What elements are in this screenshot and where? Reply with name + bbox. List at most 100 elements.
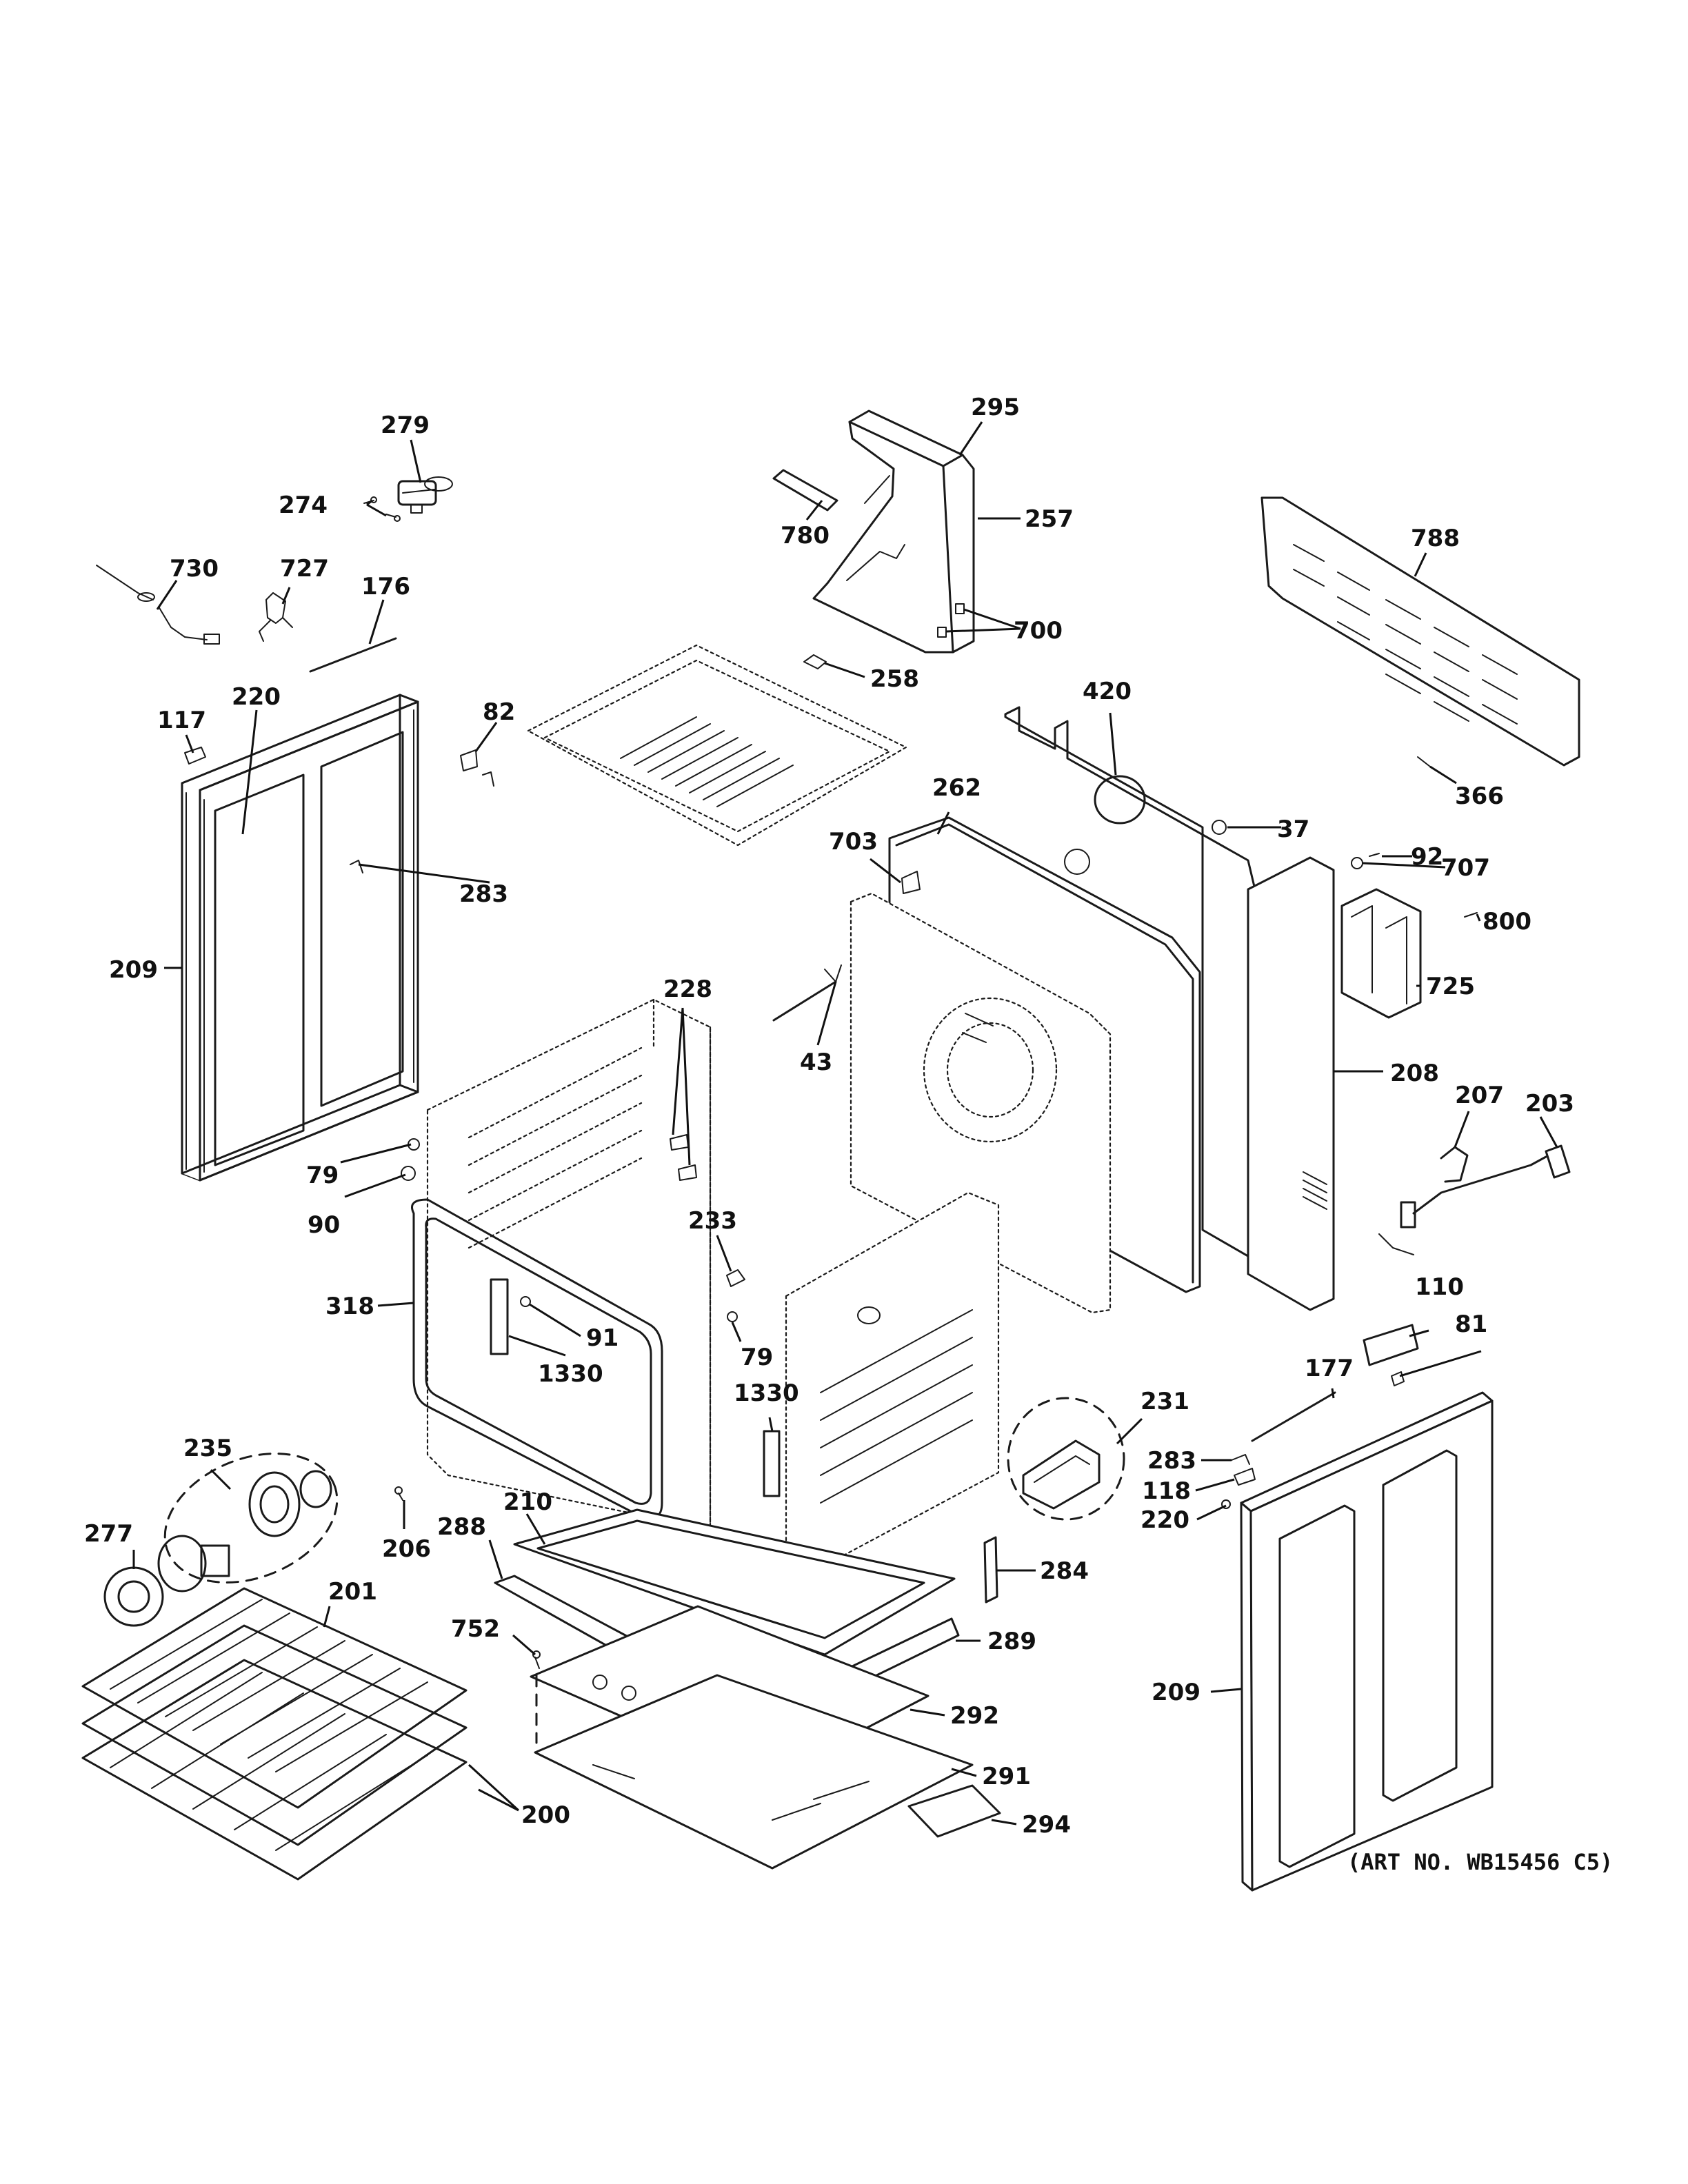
part-800-screw xyxy=(1464,912,1478,918)
part-707-nut xyxy=(1351,857,1363,869)
label-283-a: 283 xyxy=(459,880,508,908)
label-231: 231 xyxy=(1141,1388,1189,1415)
part-235-light-kit xyxy=(157,1453,339,1593)
label-220-a: 220 xyxy=(232,683,281,711)
label-201: 201 xyxy=(328,1578,377,1606)
label-228: 228 xyxy=(663,975,712,1003)
part-81-clip xyxy=(1391,1371,1405,1386)
label-727: 727 xyxy=(280,555,329,583)
part-780-strip xyxy=(772,469,838,512)
part-257-vent-duct xyxy=(812,410,975,654)
label-262: 262 xyxy=(932,774,981,802)
part-90-plug xyxy=(401,1166,416,1181)
part-294-strip xyxy=(907,1784,1001,1838)
label-730: 730 xyxy=(170,555,219,583)
label-284: 284 xyxy=(1040,1557,1089,1585)
part-right-side-panel xyxy=(785,1191,1000,1569)
part-117-hinge-clip xyxy=(184,747,206,765)
label-703: 703 xyxy=(829,828,878,856)
part-366-screw xyxy=(1417,756,1431,767)
part-283-clips xyxy=(350,771,494,873)
label-289: 289 xyxy=(987,1628,1036,1655)
part-1330-hinge-right xyxy=(763,1430,781,1497)
part-788-back-cover xyxy=(1260,496,1580,767)
label-177: 177 xyxy=(1305,1355,1354,1382)
label-206: 206 xyxy=(382,1535,431,1563)
label-274: 274 xyxy=(279,492,328,519)
part-top-panel xyxy=(527,644,907,847)
part-110-latch xyxy=(1363,1324,1419,1366)
label-203: 203 xyxy=(1525,1090,1574,1118)
part-91-screw xyxy=(520,1296,531,1307)
label-258: 258 xyxy=(870,665,919,693)
label-283-b: 283 xyxy=(1147,1447,1196,1475)
part-233-clip xyxy=(726,1269,745,1287)
label-288: 288 xyxy=(437,1513,486,1541)
label-37: 37 xyxy=(1277,816,1309,843)
label-725: 725 xyxy=(1426,973,1475,1000)
label-235: 235 xyxy=(183,1435,232,1462)
part-283-clip-b xyxy=(1231,1454,1250,1465)
label-233: 233 xyxy=(688,1207,737,1235)
label-200: 200 xyxy=(521,1801,570,1829)
callout-labels: 279 274 730 727 176 117 220 82 283 209 2… xyxy=(84,394,1613,1875)
label-209-b: 209 xyxy=(1152,1679,1200,1706)
part-420-seal xyxy=(1094,775,1146,825)
art-number: (ART NO. WB15456 C5) xyxy=(1347,1849,1613,1875)
label-318: 318 xyxy=(325,1293,374,1320)
label-292: 292 xyxy=(950,1702,999,1730)
part-201-rack xyxy=(81,1587,468,1809)
label-208: 208 xyxy=(1390,1060,1439,1087)
label-210: 210 xyxy=(503,1488,552,1516)
part-752-screw xyxy=(532,1650,541,1744)
part-274-screws xyxy=(363,496,401,522)
label-207: 207 xyxy=(1455,1082,1504,1109)
part-220-screw xyxy=(1221,1499,1231,1509)
part-82-bracket xyxy=(460,749,478,771)
label-79-b: 79 xyxy=(741,1344,773,1371)
label-257: 257 xyxy=(1025,505,1074,533)
part-206-screw xyxy=(394,1486,403,1501)
part-118-hinge-clip xyxy=(1234,1468,1256,1486)
label-1330-b: 1330 xyxy=(734,1379,799,1407)
part-200-racks xyxy=(81,1624,468,1881)
label-209-a: 209 xyxy=(109,956,158,984)
label-291: 291 xyxy=(982,1763,1031,1790)
part-203-power-cord xyxy=(1378,1144,1571,1255)
part-43-rod xyxy=(772,964,842,1022)
label-81: 81 xyxy=(1455,1311,1487,1338)
part-207-clamp xyxy=(1440,1146,1469,1183)
part-727-harness xyxy=(259,592,293,642)
label-295: 295 xyxy=(971,394,1020,421)
part-725-bracket xyxy=(1340,888,1422,1019)
part-inner-back-wall xyxy=(850,892,1112,1314)
label-43: 43 xyxy=(800,1049,832,1076)
label-707: 707 xyxy=(1441,854,1490,882)
part-258-clip xyxy=(803,654,827,669)
label-366: 366 xyxy=(1455,782,1504,810)
part-700-fasteners xyxy=(937,603,965,638)
label-420: 420 xyxy=(1083,678,1132,705)
part-79-plug-b xyxy=(727,1311,738,1322)
leader-lines xyxy=(132,421,1558,1826)
label-90: 90 xyxy=(308,1211,340,1239)
part-92-screw xyxy=(1369,853,1380,857)
label-788: 788 xyxy=(1411,525,1460,552)
label-700: 700 xyxy=(1014,617,1063,645)
label-118: 118 xyxy=(1142,1477,1191,1505)
part-37-grommet xyxy=(1212,820,1227,835)
label-1330-a: 1330 xyxy=(538,1360,603,1388)
part-703-baffle xyxy=(901,871,921,894)
label-277: 277 xyxy=(84,1520,133,1548)
label-79-a: 79 xyxy=(306,1162,339,1189)
part-279-switch xyxy=(397,476,453,514)
part-284-bracket xyxy=(983,1536,998,1604)
part-1330-hinge-left xyxy=(490,1278,509,1355)
part-208-back-wall xyxy=(1004,706,1335,1311)
label-780: 780 xyxy=(781,522,830,549)
part-oven-cavity xyxy=(426,998,712,1546)
part-730-probe xyxy=(96,565,220,645)
label-82: 82 xyxy=(483,698,515,726)
label-117: 117 xyxy=(157,707,206,734)
